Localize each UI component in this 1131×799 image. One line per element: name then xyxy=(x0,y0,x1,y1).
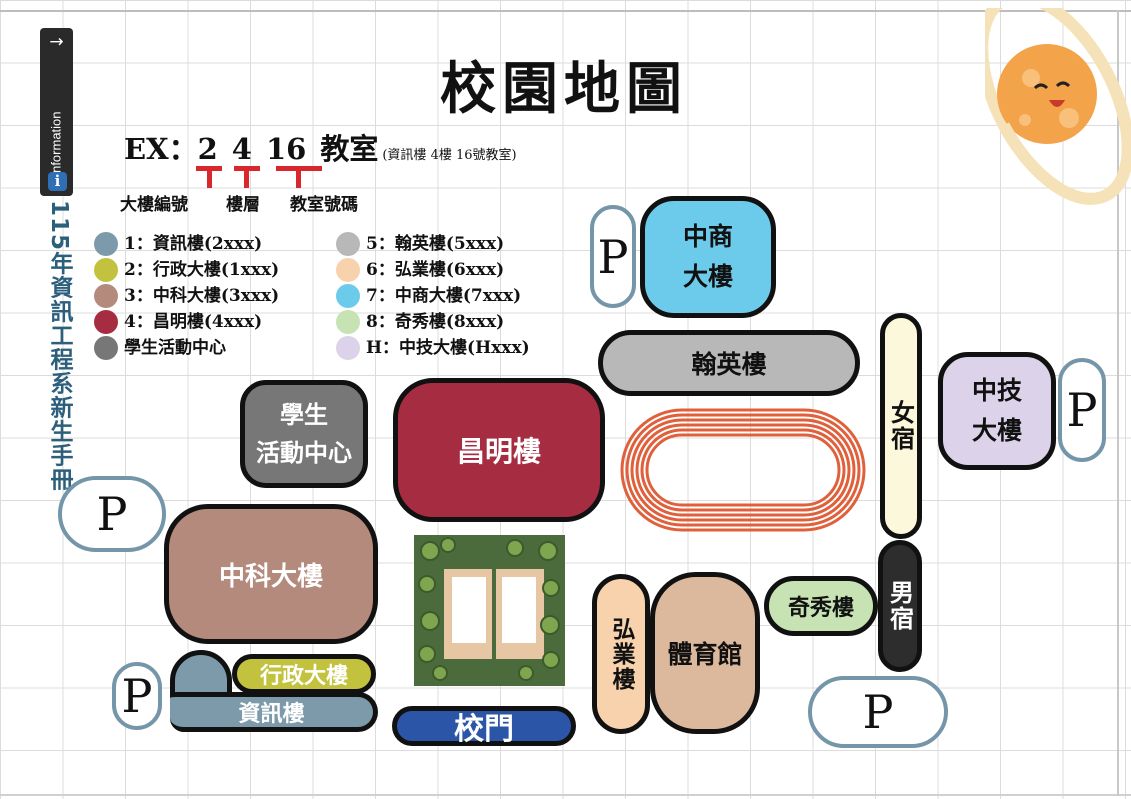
building-qixiu[interactable]: 奇秀樓 xyxy=(764,576,878,636)
tree xyxy=(420,611,440,631)
page-title: 校園地圖 xyxy=(440,56,688,122)
legend-dot xyxy=(336,310,360,334)
example-building-number: 2 xyxy=(197,132,218,166)
information-tab[interactable]: → Information xyxy=(40,28,73,196)
planet-mascot-image xyxy=(985,8,1131,205)
building-admin[interactable]: 行政大樓 xyxy=(232,654,376,694)
legend-dot xyxy=(336,336,360,360)
girls-dorm[interactable]: 女宿 xyxy=(880,313,922,539)
central-plaza xyxy=(414,535,565,686)
tree xyxy=(418,645,436,663)
tree xyxy=(542,579,560,597)
boys-dorm[interactable]: 男宿 xyxy=(878,540,922,672)
room-number-marker-stem xyxy=(296,166,301,188)
legend-dot xyxy=(94,232,118,256)
running-track xyxy=(620,408,866,532)
building-zhongshang[interactable]: 中商 大樓 xyxy=(640,196,776,318)
example-room-number: 16 xyxy=(265,132,307,166)
gymnasium[interactable]: 體育館 xyxy=(650,572,760,734)
example-note: (資訊樓 4樓 16號教室) xyxy=(382,148,517,163)
building-hanying[interactable]: 翰英樓 xyxy=(598,330,860,396)
tree xyxy=(540,615,560,635)
tree xyxy=(538,541,558,561)
tree xyxy=(506,539,524,557)
page-edge-right xyxy=(1117,10,1119,796)
label-building-number: 大樓編號 xyxy=(120,195,188,215)
tree xyxy=(542,651,560,669)
plaza-lawn xyxy=(452,577,486,643)
tree xyxy=(432,665,448,681)
info-icon: i xyxy=(48,172,67,191)
example-prefix: EX： xyxy=(124,132,198,166)
legend-dot xyxy=(94,336,118,360)
parking-south[interactable]: P xyxy=(808,676,948,748)
building-info[interactable]: 資訊樓 xyxy=(170,692,378,732)
info-icon-wrap: i xyxy=(40,140,73,198)
plaza-lawn xyxy=(502,577,536,643)
building-zhongji[interactable]: 中技 大樓 xyxy=(938,352,1056,470)
tree xyxy=(418,575,436,593)
tree xyxy=(440,537,456,553)
building-zhongke[interactable]: 中科大樓 xyxy=(164,504,378,644)
legend-dot xyxy=(94,258,118,282)
label-room-number: 教室號碼 xyxy=(290,195,358,215)
building-changming[interactable]: 昌明樓 xyxy=(393,378,605,522)
floor-marker-stem xyxy=(244,166,249,188)
building-hongye[interactable]: 弘業樓 xyxy=(592,574,650,734)
label-floor: 樓層 xyxy=(226,195,260,215)
legend-dot xyxy=(336,284,360,308)
student-activity-center[interactable]: 學生 活動中心 xyxy=(240,380,368,488)
school-gate[interactable]: 校門 xyxy=(392,706,576,747)
tree xyxy=(420,541,440,561)
arrow-right-icon: → xyxy=(49,32,64,52)
parking-zhongke[interactable]: P xyxy=(58,476,166,552)
legend-dot xyxy=(94,284,118,308)
parking-zhongshang[interactable]: P xyxy=(590,205,636,308)
parking-info[interactable]: P xyxy=(112,662,162,730)
tree xyxy=(518,665,534,681)
example-floor-number: 4 xyxy=(231,132,252,166)
handbook-vertical-title: 115年資訊工程系新生手冊 xyxy=(46,200,72,492)
legend-dot xyxy=(94,310,118,334)
legend-dot xyxy=(336,258,360,282)
parking-zhongji[interactable]: P xyxy=(1058,358,1106,462)
legend-dot xyxy=(336,232,360,256)
building-number-marker-stem xyxy=(207,166,212,188)
example-suffix: 教室 xyxy=(320,132,379,166)
